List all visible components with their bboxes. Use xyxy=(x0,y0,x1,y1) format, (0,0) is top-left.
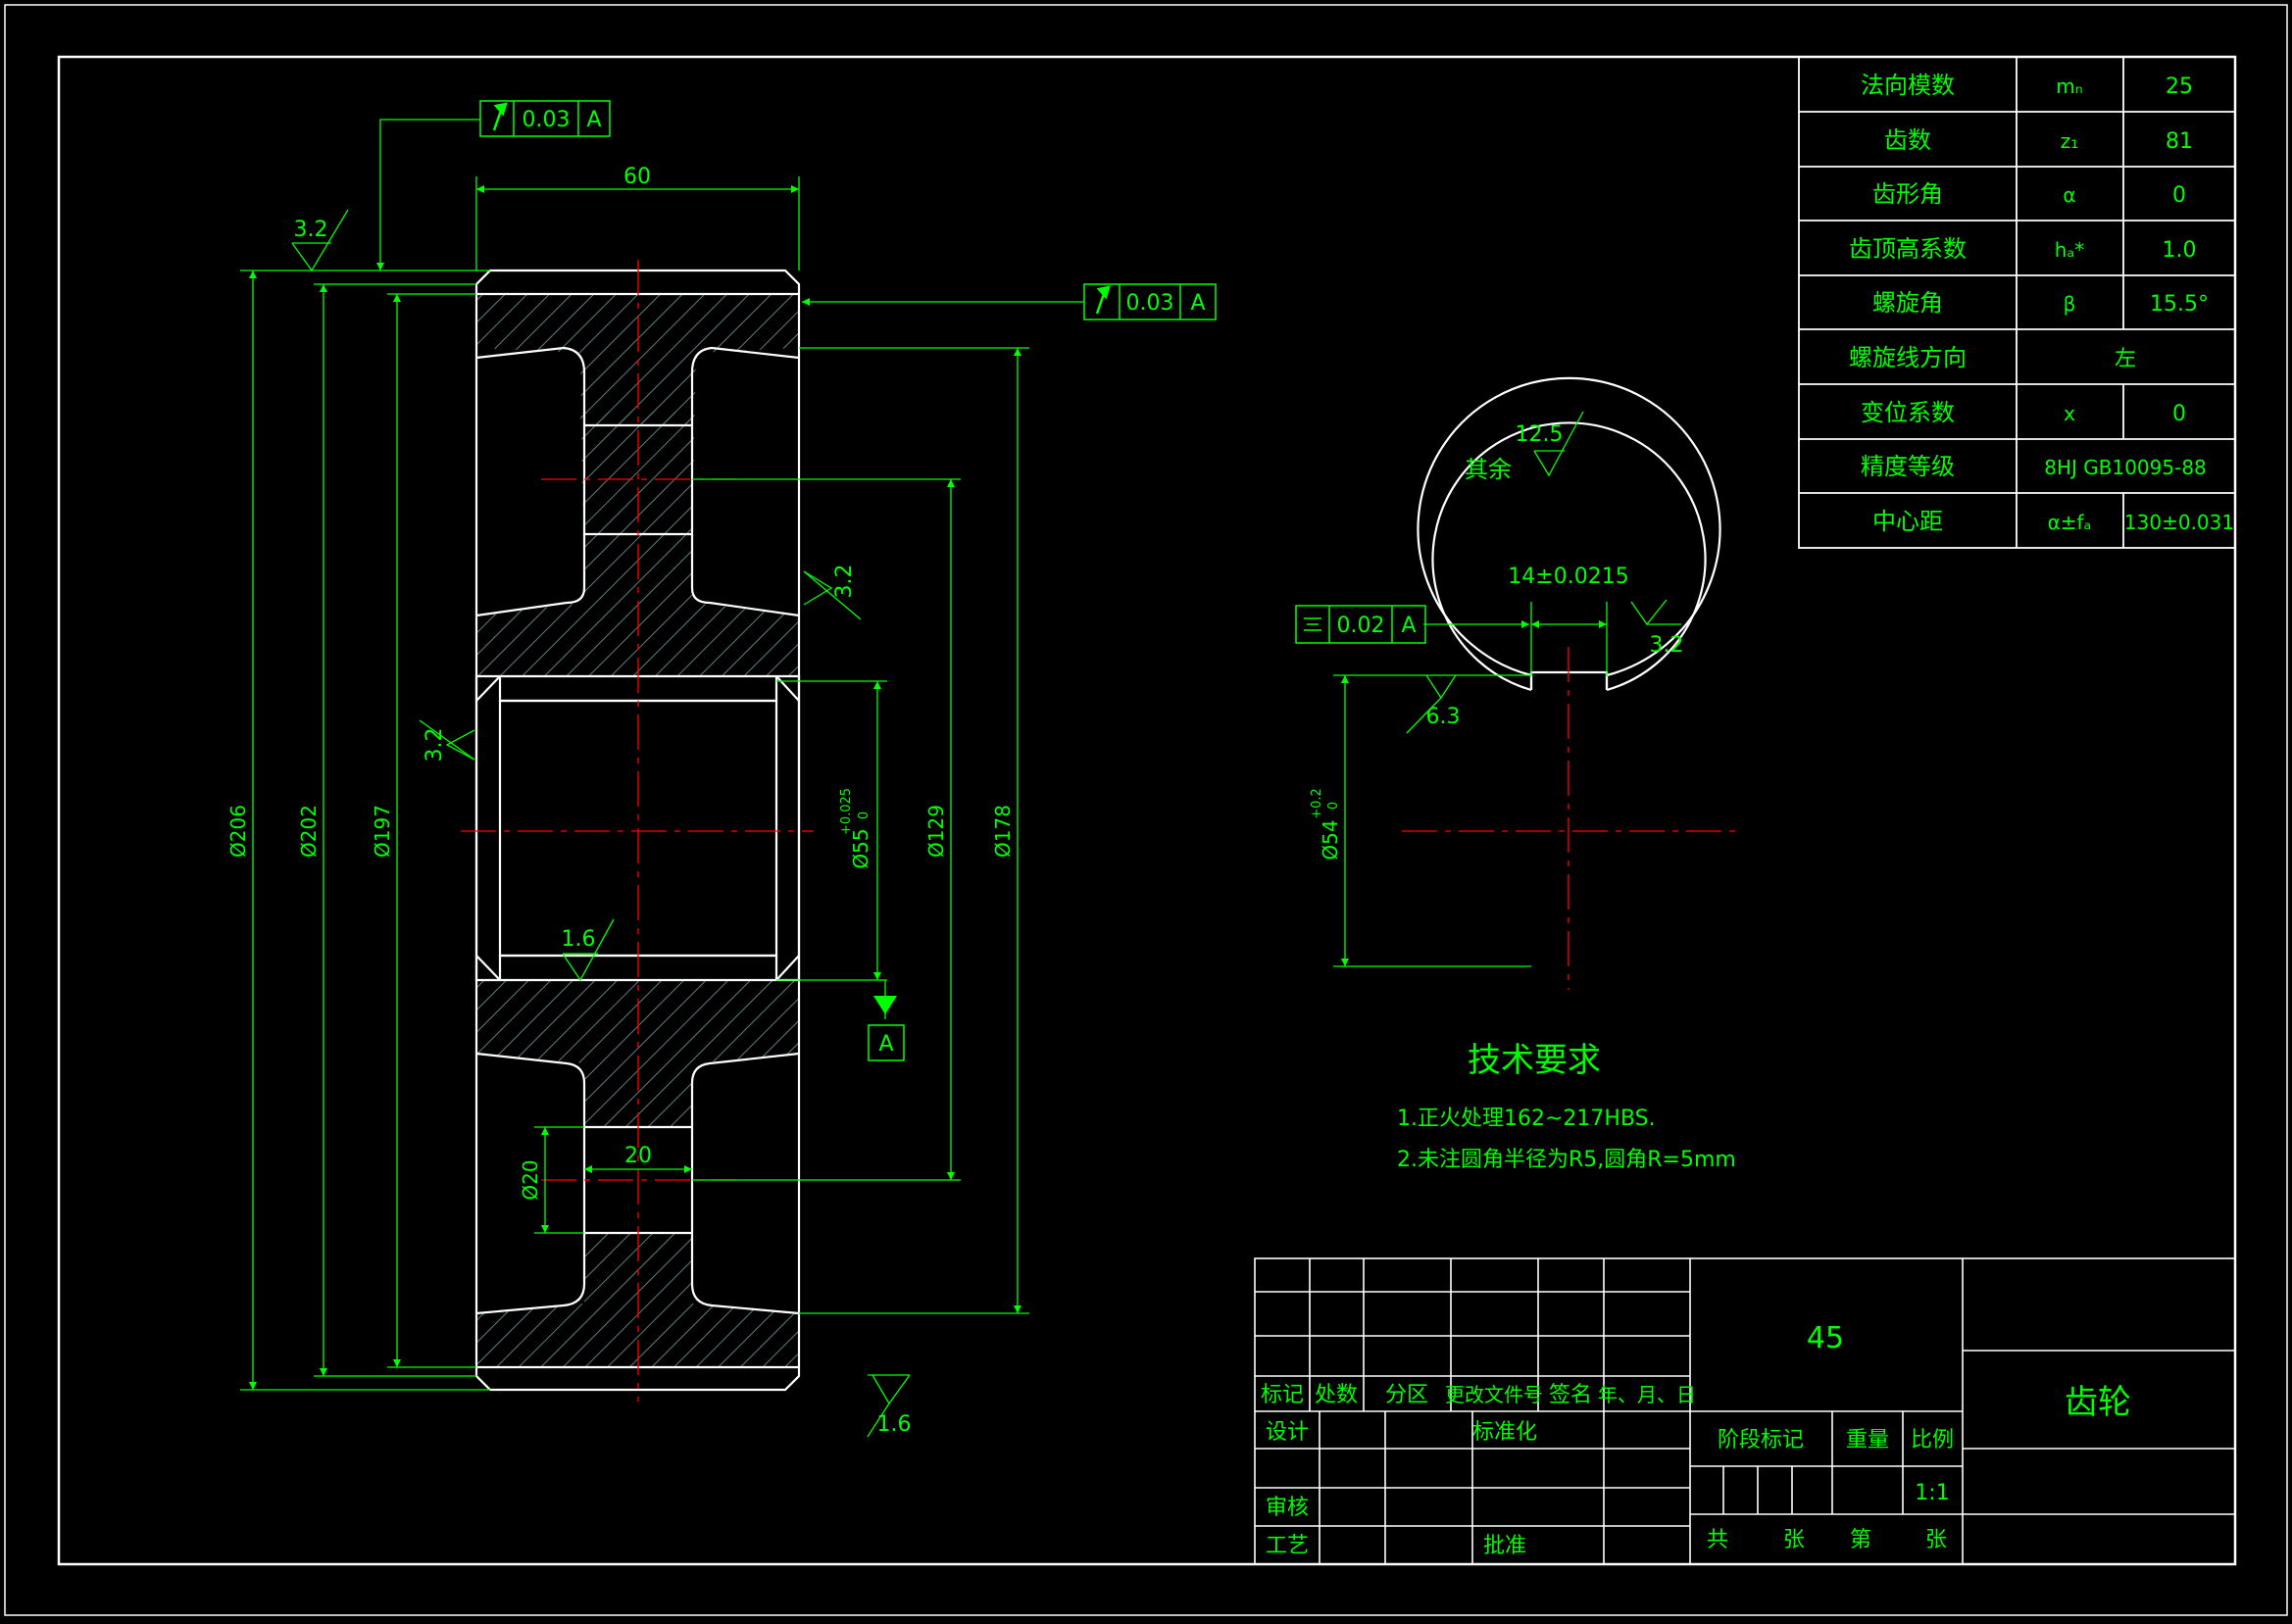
dim-end-bore-tol-upper: +0.2 xyxy=(1310,788,1324,819)
param-value: 130±0.031 xyxy=(2124,511,2234,534)
param-symbol: mₙ xyxy=(2056,74,2082,98)
dim-bore-tol-lower: 0 xyxy=(857,812,872,819)
rough-top: 3.2 xyxy=(294,218,328,242)
title-block: 45 齿轮 标记 处数 分区 更改文件号 签名 年、月、日 设计 标准化 审核 … xyxy=(1261,1321,2131,1558)
dim-end-bore: Ø54 xyxy=(1319,819,1342,860)
col-label-docno: 更改文件号 xyxy=(1445,1383,1543,1406)
col-label-sign: 签名 xyxy=(1549,1383,1592,1407)
dim-dia-129: Ø129 xyxy=(924,805,948,858)
rough-end-bore: 6.3 xyxy=(1426,705,1461,729)
param-value: 8HJ GB10095-88 xyxy=(2044,456,2207,479)
param-name: 中心距 xyxy=(1872,508,1943,535)
symmetry-tol: 0.02 xyxy=(1337,614,1385,638)
param-name: 齿顶高系数 xyxy=(1849,235,1967,263)
param-value: 0 xyxy=(2172,183,2186,208)
param-value: 15.5° xyxy=(2150,292,2209,317)
label-process: 工艺 xyxy=(1266,1534,1309,1558)
dim-bore-55: Ø55 xyxy=(849,828,872,868)
param-name: 法向模数 xyxy=(1861,72,1955,99)
label-standard: 标准化 xyxy=(1472,1420,1537,1445)
label-stage-mark: 阶段标记 xyxy=(1718,1428,1804,1452)
param-name: 齿形角 xyxy=(1872,180,1943,208)
param-name: 螺旋线方向 xyxy=(1849,344,1967,371)
tech-title: 技术要求 xyxy=(1468,1041,1601,1080)
tech-item-1: 1.正火处理162~217HBS. xyxy=(1397,1107,1656,1131)
param-value: 81 xyxy=(2166,129,2193,154)
runout-top-datum: A xyxy=(586,108,601,132)
param-symbol: x xyxy=(2064,402,2075,425)
param-name: 精度等级 xyxy=(1861,453,1955,480)
params-table-grid xyxy=(1798,56,2236,549)
label-review: 审核 xyxy=(1266,1496,1309,1520)
label-sheet: 张 xyxy=(1925,1528,1947,1552)
dim-dia-197: Ø197 xyxy=(371,805,394,858)
rough-key: 3.2 xyxy=(1650,633,1684,658)
dim-width-60: 60 xyxy=(623,165,651,189)
dim-hole-dia: Ø20 xyxy=(519,1159,542,1200)
rough-bore: 1.6 xyxy=(562,927,596,952)
params-table: 法向模数 mₙ 25 齿数 z₁ 81 齿形角 α 0 齿顶高系数 hₐ* 1.… xyxy=(1849,72,2234,535)
title-block-grid xyxy=(1254,1257,2236,1565)
symmetry-datum: A xyxy=(1401,614,1416,638)
runout-right-datum: A xyxy=(1190,291,1205,316)
rough-right: 3.2 xyxy=(832,565,857,599)
label-weight: 重量 xyxy=(1846,1428,1889,1452)
gear-end-view xyxy=(1295,376,1735,990)
param-value: 1.0 xyxy=(2163,238,2197,263)
dim-bore-tol-upper: +0.025 xyxy=(839,788,854,835)
datum-a-label: A xyxy=(878,1032,893,1057)
drawing-text: 60 Ø206 Ø202 Ø197 Ø178 Ø129 Ø55 +0.025 0… xyxy=(226,72,2234,1558)
end-view-centerlines xyxy=(1402,647,1735,990)
section-fcf-frames xyxy=(479,100,1217,1061)
label-design: 设计 xyxy=(1266,1420,1309,1445)
end-view-fcf xyxy=(1295,605,1426,644)
runout-top-tol: 0.03 xyxy=(523,108,571,132)
param-value: 左 xyxy=(2115,347,2136,371)
label-nth: 第 xyxy=(1850,1528,1871,1552)
param-name: 螺旋角 xyxy=(1872,289,1943,317)
label-scale: 比例 xyxy=(1911,1428,1954,1452)
param-name: 变位系数 xyxy=(1861,399,1955,426)
sheet-border xyxy=(4,4,2288,1616)
value-scale: 1:1 xyxy=(1915,1481,1949,1505)
dim-dia-206: Ø206 xyxy=(226,805,250,858)
rough-default-label: 其余 xyxy=(1465,456,1512,483)
col-label-count: 处数 xyxy=(1315,1383,1358,1407)
runout-right-tol: 0.03 xyxy=(1126,291,1174,316)
param-symbol: β xyxy=(2064,292,2076,316)
dim-keyway-width: 14±0.0215 xyxy=(1508,565,1628,589)
param-value: 25 xyxy=(2166,74,2193,99)
rough-default: 12.5 xyxy=(1516,422,1564,447)
param-symbol: hₐ* xyxy=(2055,238,2085,262)
col-label-mark: 标记 xyxy=(1261,1383,1304,1407)
rough-left: 3.2 xyxy=(423,728,447,763)
end-view-dimensions xyxy=(1333,411,1681,967)
col-label-date: 年、月、日 xyxy=(1598,1383,1696,1406)
param-value: 0 xyxy=(2172,402,2186,426)
param-name: 齿数 xyxy=(1884,126,1931,154)
param-symbol: α±fₐ xyxy=(2048,511,2092,534)
part-name: 齿轮 xyxy=(2065,1383,2131,1422)
col-label-zone: 分区 xyxy=(1385,1383,1428,1407)
material: 45 xyxy=(1807,1321,1844,1355)
runout-symbols xyxy=(492,102,1111,1014)
dim-dia-178: Ø178 xyxy=(991,805,1015,858)
label-total: 共 xyxy=(1707,1528,1728,1552)
rough-bottom: 1.6 xyxy=(877,1412,912,1437)
param-symbol: z₁ xyxy=(2061,129,2079,153)
section-dimension-lines xyxy=(240,119,1084,1438)
gear-section-view xyxy=(461,260,814,1402)
tech-item-2: 2.未注圆角半径为R5,圆角R=5mm xyxy=(1397,1148,1736,1172)
param-symbol: α xyxy=(2063,183,2075,207)
dim-hole-spacing: 20 xyxy=(624,1144,652,1168)
label-approve: 批准 xyxy=(1483,1534,1526,1558)
dim-dia-202: Ø202 xyxy=(297,805,321,858)
label-sheets: 张 xyxy=(1783,1528,1805,1552)
dim-end-bore-tol-lower: 0 xyxy=(1326,802,1341,810)
